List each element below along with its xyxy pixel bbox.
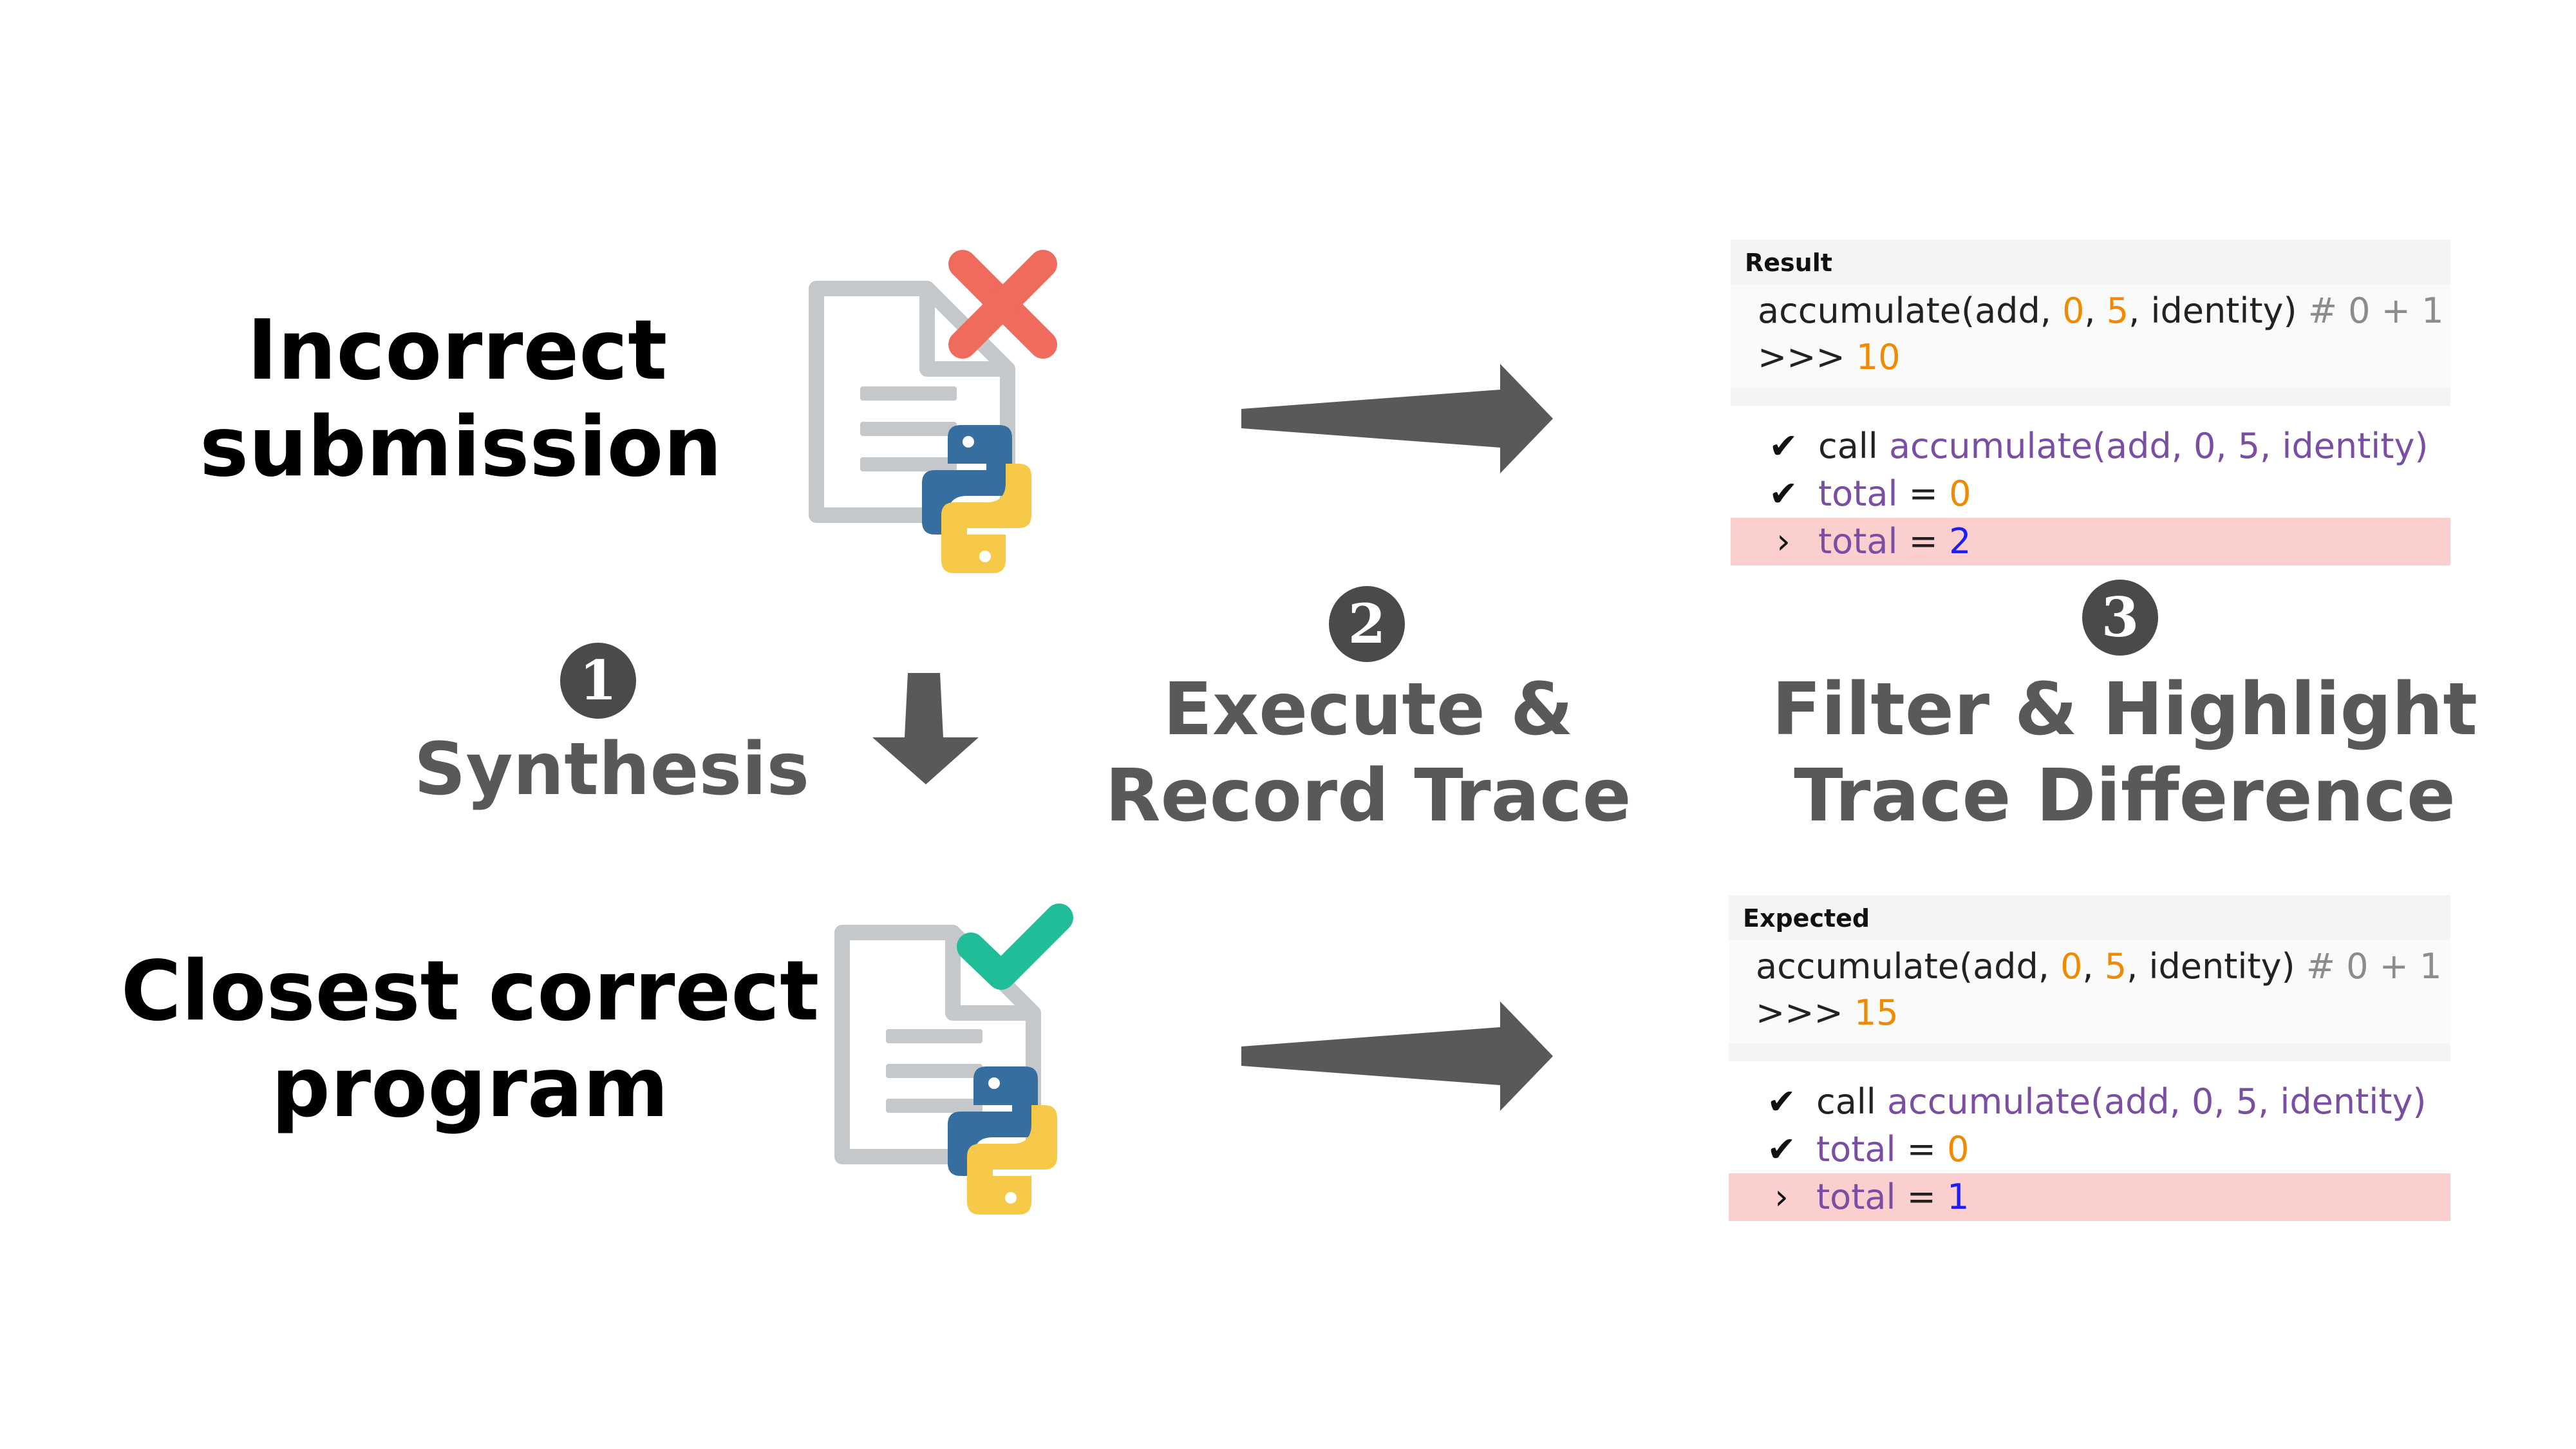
expected-panel: Expected accumulate(add, 0, 5, identity)… [1729,895,2450,1224]
step-2-badge: 2 [1329,586,1405,662]
trace-text: total = 0 [1816,1126,1969,1173]
result-arg2: 5 [2106,290,2129,331]
trace-eq: = [1895,1129,1948,1170]
trace-keyword: call [1816,1081,1887,1122]
trace-text: total = 2 [1818,518,1971,565]
trace-name: total [1816,1177,1896,1217]
execute-label-line2: Record Trace [1105,754,1631,838]
python-logo-icon-2 [948,1066,1057,1215]
result-call-text: accumulate(add, [1758,290,2063,331]
incorrect-label-line2: submission [200,399,722,495]
trace-value: 1 [1947,1177,1970,1217]
result-prompt: >>> [1758,337,1856,377]
check-icon: ✔ [1769,426,1798,466]
execute-label-line1: Execute & [1163,668,1574,752]
result-separator [1731,388,2450,406]
trace-text: total = 0 [1818,470,1971,518]
expected-trace-row[interactable]: ✔ call accumulate(add, 0, 5, identity) [1729,1078,2450,1126]
closest-correct-label: Closest correct program [116,943,824,1137]
trace-value: 0 [1947,1129,1970,1170]
trace-value: 2 [1949,521,1971,562]
expected-output: 15 [1854,992,1899,1033]
result-trace-row[interactable]: ✔ total = 0 [1731,470,2450,518]
result-output: 10 [1856,337,1901,377]
result-comment: # 0 + 1 [2297,290,2444,331]
python-logo-icon [922,425,1031,573]
expected-output-line: >>> 15 [1756,990,1899,1036]
expected-code-box: accumulate(add, 0, 5, identity) # 0 + 1 … [1729,940,2450,1043]
check-icon: ✔ [1767,1081,1796,1122]
right-arrow-bottom-icon [1241,1001,1553,1111]
trace-text: call accumulate(add, 0, 5, identity) [1818,422,2428,470]
expected-trace-row[interactable]: ✔ total = 0 [1729,1126,2450,1173]
closest-label-line2: program [271,1040,669,1136]
incorrect-submission-label: Incorrect submission [200,303,722,496]
expected-call-line: accumulate(add, 0, 5, identity) # 0 + 1 [1756,944,2441,989]
trace-eq: = [1897,521,1950,562]
down-arrow-icon [872,673,979,784]
result-comma: , [2084,290,2107,331]
expected-rest: , identity) [2127,946,2295,987]
trace-name: total [1818,473,1898,514]
result-trace-row[interactable]: ✔ call accumulate(add, 0, 5, identity) [1731,422,2450,470]
green-check-icon [957,904,1073,990]
trace-eq: = [1895,1177,1948,1217]
red-x-icon [948,250,1057,359]
step-3-badge: 3 [2082,580,2158,656]
expected-panel-header: Expected [1729,895,2450,940]
expected-trace-row-highlighted[interactable]: › total = 1 [1729,1173,2450,1221]
trace-text: call accumulate(add, 0, 5, identity) [1816,1078,2426,1126]
synthesis-label: Synthesis [413,728,810,811]
filter-label-line1: Filter & Highlight [1772,668,2477,752]
expected-prompt: >>> [1756,992,1854,1033]
result-code-box: accumulate(add, 0, 5, identity) # 0 + 1 … [1731,285,2450,388]
check-icon: ✔ [1767,1129,1796,1170]
result-trace-row-highlighted[interactable]: › total = 2 [1731,518,2450,565]
chevron-right-icon: › [1774,1177,1789,1217]
right-arrow-top-icon [1241,364,1553,473]
expected-arg1: 0 [2060,946,2083,987]
incorrect-label-line1: Incorrect [247,303,668,399]
trace-name: accumulate(add, 0, 5, identity) [1886,1081,2427,1122]
expected-separator [1729,1043,2450,1061]
expected-call-text: accumulate(add, [1756,946,2061,987]
result-panel-header: Result [1731,240,2450,285]
expected-arg2: 5 [2104,946,2127,987]
step-1-badge: 1 [560,643,636,719]
result-output-line: >>> 10 [1758,335,1901,380]
expected-comma: , [2082,946,2105,987]
chevron-right-icon: › [1776,521,1791,562]
execute-record-label: Execute & Record Trace [1095,667,1642,839]
trace-name: total [1818,521,1898,562]
filter-label-line2: Trace Difference [1794,754,2456,838]
closest-label-line1: Closest correct [120,943,820,1039]
result-arg1: 0 [2062,290,2085,331]
result-rest: , identity) [2129,290,2297,331]
trace-value: 0 [1949,473,1971,514]
expected-comment: # 0 + 1 [2295,946,2442,987]
trace-name: accumulate(add, 0, 5, identity) [1888,426,2429,466]
trace-text: total = 1 [1816,1173,1969,1221]
filter-highlight-label: Filter & Highlight Trace Difference [1771,667,2479,839]
result-call-line: accumulate(add, 0, 5, identity) # 0 + 1 [1758,289,2443,334]
check-icon: ✔ [1769,473,1798,514]
trace-name: total [1816,1129,1896,1170]
result-panel: Result accumulate(add, 0, 5, identity) #… [1731,240,2450,568]
trace-keyword: call [1818,426,1889,466]
trace-eq: = [1897,473,1950,514]
